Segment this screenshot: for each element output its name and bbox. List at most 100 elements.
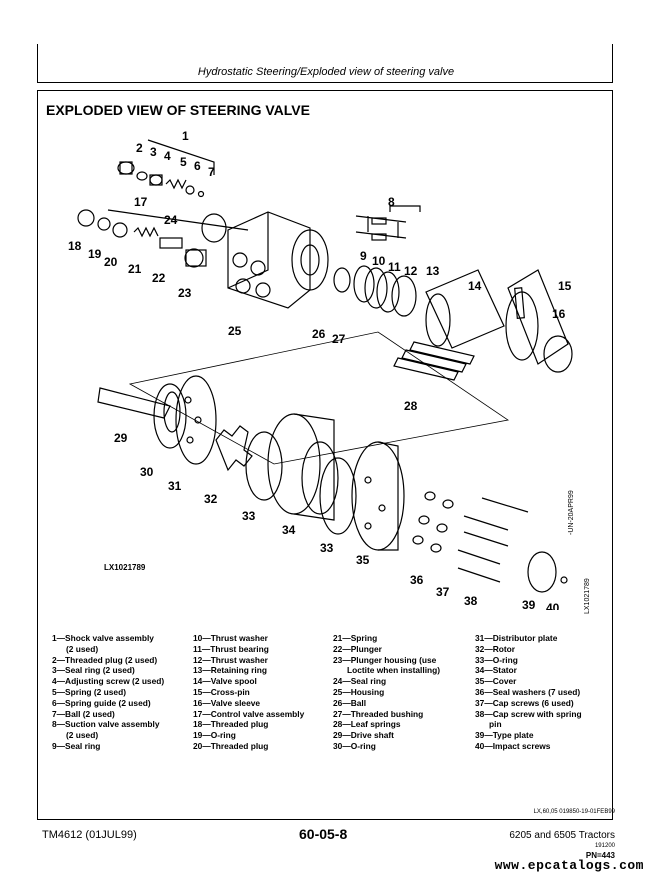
footer-code: LX,60,05 019850-19-01FEB99 — [533, 809, 615, 815]
legend-item: 24—Seal ring — [333, 676, 387, 687]
legend-item: 33—O-ring — [475, 654, 518, 665]
legend-item: 25—Housing — [333, 686, 385, 697]
figure-frame — [37, 90, 613, 820]
legend-item: 14—Valve spool — [193, 676, 257, 687]
legend-item: 21—Spring — [333, 633, 378, 643]
footer-model: 6205 and 6505 Tractors — [509, 830, 615, 841]
callout-6: 6 — [194, 159, 201, 173]
section-title: EXPLODED VIEW OF STEERING VALVE — [46, 102, 310, 118]
callout-12: 12 — [404, 264, 418, 278]
legend-item: 31—Distributor plate — [475, 633, 558, 643]
callout-17: 17 — [134, 195, 148, 209]
side-code-bottom: LX1021789 — [584, 578, 591, 614]
callout-33b: 33 — [320, 541, 334, 555]
callout-5: 5 — [180, 155, 187, 169]
legend-item: 22—Plunger — [333, 643, 382, 654]
legend-item: 8—Suction valve assembly — [52, 719, 160, 730]
callout-32: 32 — [204, 492, 218, 506]
callout-33a: 33 — [242, 509, 256, 523]
legend-item: 5—Spring (2 used) — [52, 686, 126, 697]
callout-37: 37 — [436, 585, 450, 599]
legend-item: 28—Leaf springs — [333, 719, 401, 730]
callout-30: 30 — [140, 465, 154, 479]
legend-item: 6—Spring guide (2 used) — [52, 697, 151, 708]
legend-item: 34—Stator — [475, 665, 517, 676]
legend-item: 37—Cap screws (6 used) — [475, 697, 574, 708]
legend-item: 39—Type plate — [475, 730, 534, 741]
footer-date: 191200 — [594, 843, 615, 849]
footer-pn: PN=443 — [585, 851, 615, 860]
legend-item: 18—Threaded plug — [193, 719, 269, 730]
legend-item: 13—Retaining ring — [193, 665, 267, 676]
legend-item: 29—Drive shaft — [333, 730, 394, 741]
legend-item: 3—Seal ring (2 used) — [52, 665, 135, 676]
callout-28: 28 — [404, 399, 418, 413]
legend-col-1: 1—Shock valve assembly (2 used) 2—Thread… — [52, 633, 164, 752]
callout-25: 25 — [228, 324, 242, 338]
callout-40: 40 — [546, 601, 560, 610]
legend-item: 7—Ball (2 used) — [52, 708, 115, 719]
legend-item: 17—Control valve assembly — [193, 708, 305, 719]
callout-15: 15 — [558, 279, 572, 293]
figure-label: LX1021789 — [104, 563, 146, 572]
legend-item: 10—Thrust washer — [193, 633, 268, 643]
callout-4: 4 — [164, 149, 171, 163]
top-left-rule — [37, 44, 38, 82]
legend-item: 11—Thrust bearing — [193, 643, 269, 654]
legend-item: 16—Valve sleeve — [193, 697, 261, 708]
legend-item: 35—Cover — [475, 676, 517, 687]
callout-19: 19 — [88, 247, 102, 261]
callout-23: 23 — [178, 286, 192, 300]
callout-29: 29 — [114, 431, 128, 445]
header-rule — [37, 82, 613, 83]
legend-col-2: 10—Thrust washer 11—Thrust bearing 12—Th… — [193, 633, 304, 752]
callout-35: 35 — [356, 553, 370, 567]
legend-item: 20—Threaded plug — [193, 740, 269, 751]
callout-21: 21 — [128, 262, 142, 276]
legend-item: 38—Cap screw with spring — [475, 708, 582, 719]
top-right-rule — [612, 44, 613, 82]
callout-27: 27 — [332, 332, 346, 346]
callout-31: 31 — [168, 479, 182, 493]
callout-8: 8 — [388, 195, 395, 209]
legend-item: 19—O-ring — [193, 730, 236, 741]
bracket-1 — [147, 139, 215, 175]
callout-7: 7 — [208, 165, 215, 179]
legend-item: 23—Plunger housing (use — [333, 654, 437, 665]
watermark-link[interactable]: www.epcatalogs.com — [494, 858, 644, 873]
legend-item: pin — [489, 719, 502, 730]
callout-10: 10 — [372, 254, 386, 268]
footer-page-number: 60-05-8 — [299, 826, 348, 842]
legend-item: 30—O-ring — [333, 740, 376, 751]
callout-36: 36 — [410, 573, 424, 587]
legend-item: 32—Rotor — [475, 643, 516, 654]
callout-20: 20 — [104, 255, 118, 269]
callout-13: 13 — [426, 264, 440, 278]
legend-item: 1—Shock valve assembly — [52, 633, 154, 643]
callout-9: 9 — [360, 249, 367, 263]
legend-item: 9—Seal ring — [52, 740, 101, 751]
callout-1: 1 — [182, 129, 189, 143]
legend-item: 12—Thrust washer — [193, 654, 268, 665]
legend-item: Loctite when installing) — [347, 665, 441, 676]
legend-item: 27—Threaded bushing — [333, 708, 424, 719]
page-header-title: Hydrostatic Steering/Exploded view of st… — [197, 66, 455, 78]
callout-34: 34 — [282, 523, 296, 537]
callout-labels: 1 2 3 4 5 6 7 8 9 10 11 12 13 14 15 16 1… — [68, 129, 572, 610]
exploded-view-diagram: 1 2 3 4 5 6 7 8 9 10 11 12 13 14 15 16 1… — [68, 129, 573, 610]
side-code-top: -UN-20APR99 — [568, 490, 575, 535]
callout-11: 11 — [388, 260, 401, 274]
callout-24: 24 — [164, 213, 178, 227]
legend-item: 4—Adjusting screw (2 used) — [52, 676, 165, 687]
legend-item: 2—Threaded plug (2 used) — [52, 654, 158, 665]
footer-manual-id: TM4612 (01JUL99) — [42, 829, 137, 841]
legend-item: 26—Ball — [333, 697, 367, 708]
legend-item: 40—Impact screws — [475, 740, 551, 751]
legend-item: 15—Cross-pin — [193, 686, 250, 697]
callout-2: 2 — [136, 141, 143, 155]
callout-39: 39 — [522, 598, 536, 610]
legend-item: 36—Seal washers (7 used) — [475, 686, 581, 697]
callout-14: 14 — [468, 279, 482, 293]
legend-col-3: 21—Spring 22—Plunger 23—Plunger housing … — [333, 633, 440, 752]
callout-38: 38 — [464, 594, 478, 608]
